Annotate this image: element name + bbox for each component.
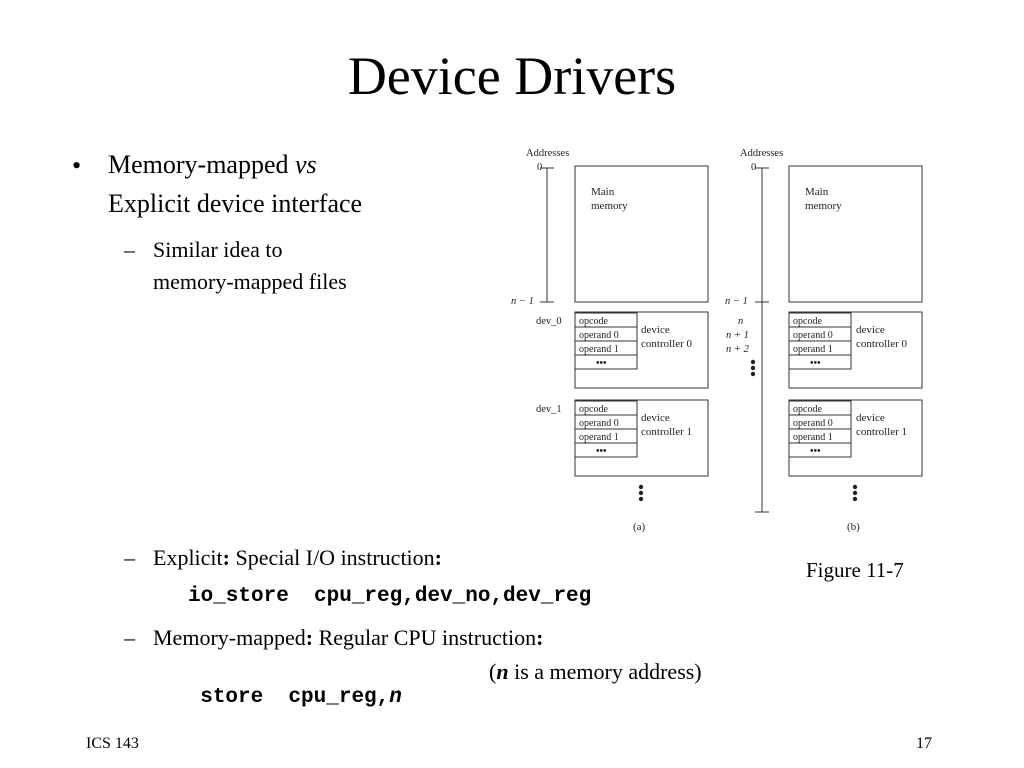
controller-label: device [641,412,670,424]
register-label: operand 0 [579,330,619,341]
address-zero-label: 0 [537,162,542,173]
dash-marker: – [124,545,135,570]
store-code-text: store cpu_reg, [200,686,390,709]
register-more [574,354,638,370]
explicit-text: Special I/O instruction [229,545,435,570]
main-memory-label: memory [805,200,842,212]
dash-marker: – [124,237,135,262]
register-label: operand 1 [579,432,619,443]
vertical-ellipsis-dot [750,371,756,377]
register-more [788,354,852,370]
n-minus-1-label: n − 1 [511,296,534,307]
address-n-plus-1-label: n + 1 [726,330,749,341]
vertical-ellipsis-dot [852,484,858,490]
bullet-marker: • [72,151,82,180]
n-minus-1-label: n − 1 [725,296,748,307]
main-memory-label: Main [591,186,615,198]
figure-caption: Figure 11-7 [806,558,904,582]
vs-text: vs [295,150,317,179]
register-label: opcode [579,404,608,415]
memory-address-note: (n is a memory address) [489,658,702,686]
memory-mapped-text: Regular CPU instruction [313,625,537,650]
register-label: operand 0 [793,330,833,341]
dev-1-label: dev_1 [536,404,562,415]
explicit-label: Explicit [153,545,223,570]
store-code-n: n [389,686,402,709]
ellipsis-icon: ••• [596,358,607,369]
main-memory-box [574,165,709,303]
register-label: opcode [793,404,822,415]
controller-label: device [641,324,670,336]
controller-label: controller 0 [856,338,908,350]
footer-course: ICS 143 [86,735,139,752]
vertical-ellipsis-dot [750,365,756,371]
register-label: operand 1 [793,432,833,443]
dev-0-label: dev_0 [536,316,562,327]
controller-label: controller 1 [641,426,692,438]
sub-bullet-similar-idea-line2: memory-mapped files [153,269,347,294]
address-zero-label: 0 [751,162,756,173]
sub-bullet-similar-idea: Similar idea to [153,237,283,262]
ellipsis-icon: ••• [596,446,607,457]
colon: : [536,625,544,650]
vertical-ellipsis-dot [638,490,644,496]
controller-label: device [856,324,885,336]
register-label: operand 1 [579,344,619,355]
bullet-memory-mapped-vs-explicit: Memory-mapped vs [108,148,317,182]
memory-mapped-label: Memory-mapped [153,625,306,650]
controller-label: device [856,412,885,424]
register-label: operand 0 [579,418,619,429]
colon: : [434,545,442,570]
register-label: opcode [579,316,608,327]
vertical-ellipsis-dot [852,490,858,496]
register-more [788,442,852,458]
main-memory-label: memory [591,200,628,212]
address-n-plus-2-label: n + 2 [726,344,750,355]
addresses-label: Addresses [740,148,783,159]
bullet-line2: Explicit device interface [108,189,363,218]
main-memory-box [788,165,923,303]
ellipsis-icon: ••• [810,446,821,457]
ellipsis-icon: ••• [810,358,821,369]
colon: : [305,625,314,650]
bullet-text: Memory-mapped [108,150,296,179]
panel-b-label: (b) [847,521,860,533]
vertical-ellipsis-dot [638,496,644,502]
vertical-ellipsis-dot [852,496,858,502]
note-rest: is a memory address) [508,659,702,684]
colon: : [222,545,230,570]
register-more [574,442,638,458]
sub-bullet-explicit: Explicit: Special I/O instruction: [153,544,442,572]
main-memory-label: Main [805,186,829,198]
dash-marker: – [124,625,135,650]
footer-page-number: 17 [916,735,932,752]
figure-memory-mapped-diagram: Addresses 0 Main memory n − 1 dev_0 dev_… [511,148,923,533]
address-n-label: n [738,316,743,327]
register-label: operand 1 [793,344,833,355]
note-n: n [496,659,509,684]
store-code: store cpu_reg,n [175,659,402,711]
panel-a-label: (a) [633,521,646,533]
addresses-label: Addresses [526,148,569,159]
register-label: opcode [793,316,822,327]
note-open: ( [489,659,497,684]
sub-bullet-memory-mapped: Memory-mapped: Regular CPU instruction: [153,624,543,652]
controller-label: controller 1 [856,426,907,438]
io-store-code: io_store cpu_reg,dev_no,dev_reg [188,585,592,608]
register-label: operand 0 [793,418,833,429]
controller-label: controller 0 [641,338,693,350]
slide-title: Device Drivers [347,46,677,106]
vertical-ellipsis-dot [638,484,644,490]
vertical-ellipsis-dot [750,359,756,365]
